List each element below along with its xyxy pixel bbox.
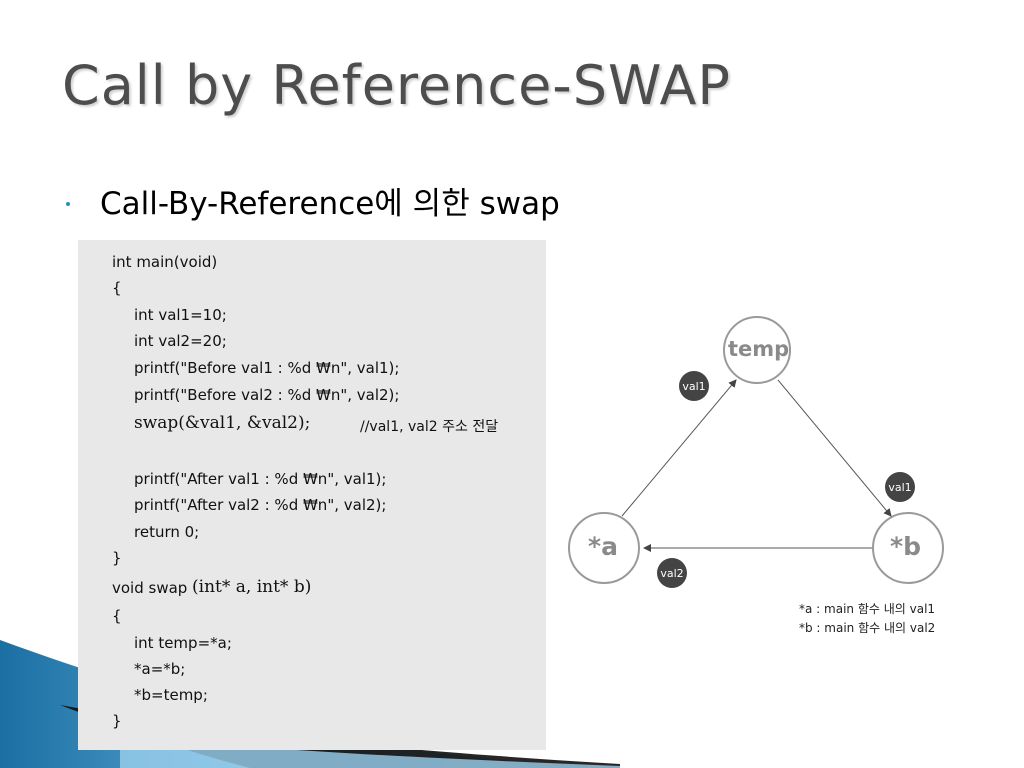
code-line: int temp=*a; — [134, 634, 232, 652]
code-line: swap(&val1, &val2); — [134, 413, 311, 433]
swap-diagram: temp *a *b val1 val1 val2 *a : main 함수 내… — [560, 310, 960, 650]
node-temp-label: temp — [728, 337, 790, 361]
code-line: { — [112, 279, 122, 297]
badge-val2: val2 — [657, 558, 687, 588]
code-line: printf("After val1 : %d ₩n", val1); — [134, 470, 387, 488]
code-panel: int main(void) { int val1=10; int val2=2… — [78, 240, 546, 750]
node-b-circle — [872, 512, 944, 584]
code-line: printf("Before val1 : %d ₩n", val1); — [134, 359, 400, 377]
node-a-label: *a — [588, 532, 618, 561]
arrow-temp-to-b — [777, 379, 892, 517]
code-line: } — [112, 712, 122, 730]
slide-title: Call by Reference-SWAP — [62, 54, 731, 117]
bullet-text: Call-By-Reference에 의한 swap — [100, 186, 560, 222]
code-line: int val1=10; — [134, 306, 227, 324]
badge-val1-right: val1 — [885, 472, 915, 502]
code-line: int val2=20; — [134, 332, 227, 350]
code-line: printf("After val2 : %d ₩n", val2); — [134, 496, 387, 514]
node-b-label: *b — [890, 532, 921, 561]
code-comment: //val1, val2 주소 전달 — [360, 419, 499, 435]
code-line: printf("Before val2 : %d ₩n", val2); — [134, 386, 400, 404]
code-line: void swap — [112, 579, 188, 597]
arrow-a-to-temp — [621, 379, 737, 517]
code-line: return 0; — [134, 523, 200, 541]
diagram-graphics — [568, 316, 944, 584]
node-a-circle — [568, 512, 640, 584]
diagram-note-b: *b : main 함수 내의 val2 — [799, 621, 936, 635]
code-line: int main(void) — [112, 253, 218, 271]
code-line: (int* a, int* b) — [192, 577, 312, 597]
code-line: *a=*b; — [134, 660, 186, 678]
code-line: *b=temp; — [134, 686, 208, 704]
code-line: } — [112, 549, 122, 567]
code-line: { — [112, 607, 122, 625]
diagram-note-a: *a : main 함수 내의 val1 — [799, 602, 936, 616]
badge-val1-left: val1 — [679, 371, 709, 401]
node-temp-circle — [723, 316, 791, 384]
bullet-icon — [66, 202, 70, 206]
